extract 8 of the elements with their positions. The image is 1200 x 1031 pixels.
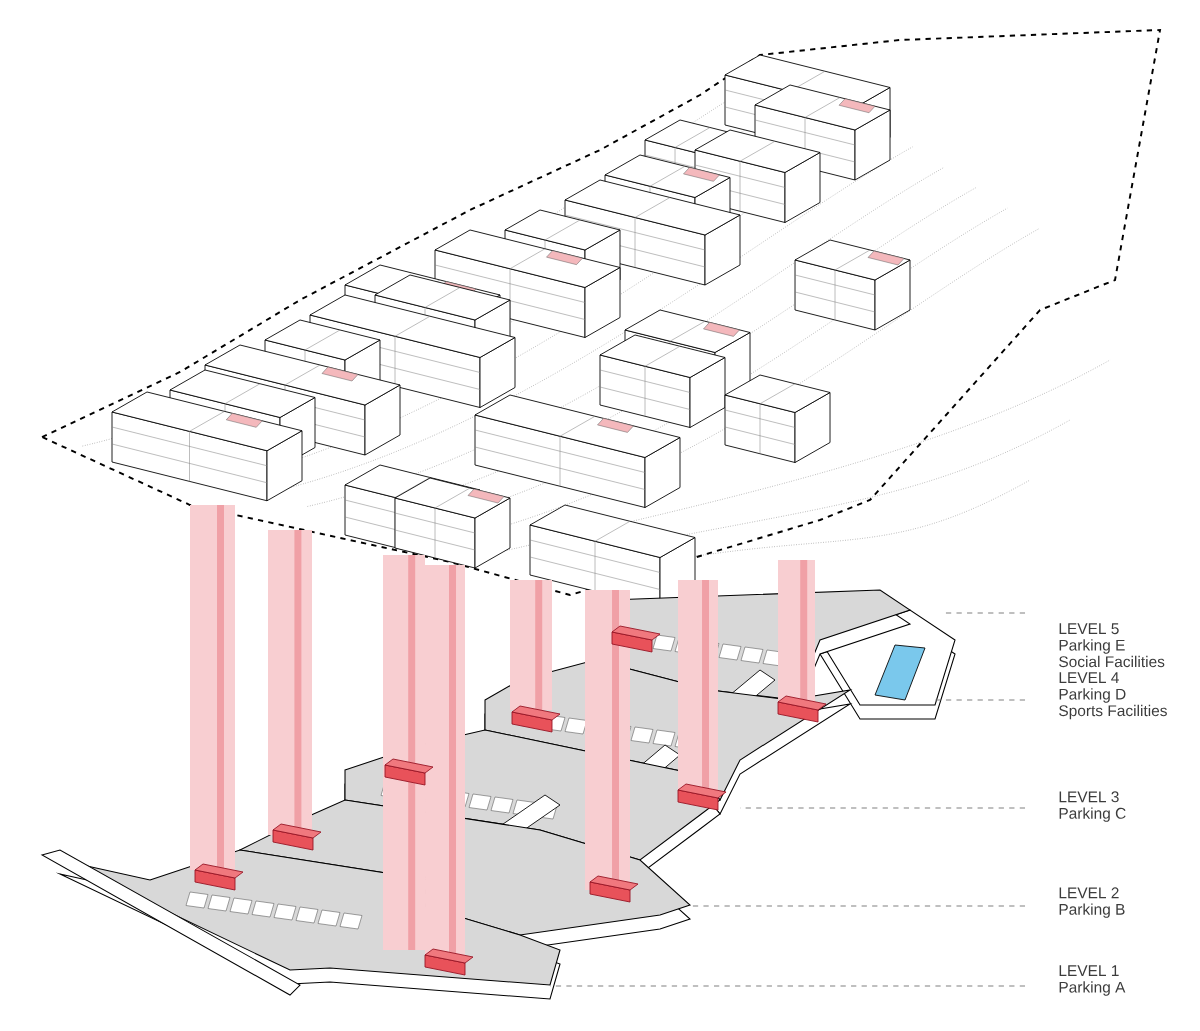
level-label: LEVEL 5 Parking E Social Facilities — [1059, 623, 1165, 668]
level-label: LEVEL 4 Parking D Sports Facilities — [1059, 672, 1167, 720]
leader-line — [944, 612, 1026, 614]
level-label: LEVEL 3 Parking C — [1059, 791, 1126, 822]
level-label: LEVEL 1 Parking A — [1059, 965, 1126, 996]
leader-line — [549, 985, 1026, 987]
leader-line — [739, 807, 1026, 809]
level-label: LEVEL 2 Parking B — [1059, 887, 1125, 918]
